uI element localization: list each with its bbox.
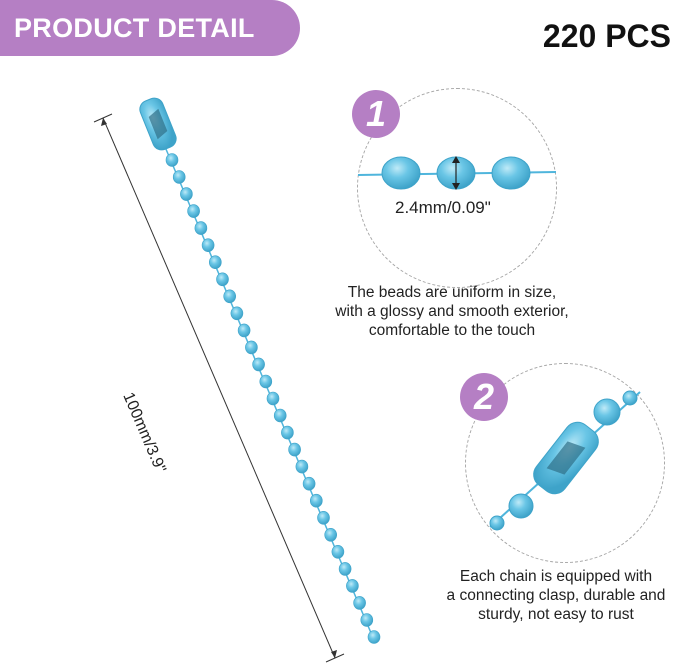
chain-bead bbox=[245, 340, 258, 355]
chain-bead bbox=[302, 476, 316, 491]
detail-circle-1 bbox=[357, 88, 557, 288]
chain-bead bbox=[252, 357, 265, 372]
chain-bead bbox=[288, 442, 301, 457]
chain-bead bbox=[180, 187, 193, 201]
bead-dimension-arrow bbox=[452, 156, 460, 190]
dimension-line bbox=[93, 113, 345, 663]
chain-bead bbox=[223, 289, 236, 304]
chain-bead bbox=[165, 153, 179, 167]
chain-bead bbox=[237, 323, 251, 338]
detail-1-badge: 1 bbox=[352, 90, 400, 138]
chain-bead bbox=[194, 221, 208, 235]
chain-bead bbox=[266, 391, 280, 406]
bead-size-label: 2.4mm/0.09" bbox=[395, 198, 491, 217]
chain-bead bbox=[273, 408, 287, 423]
chain-bead bbox=[209, 255, 222, 270]
chain-bead bbox=[230, 306, 244, 321]
detail-circle-2 bbox=[465, 363, 665, 563]
detail-1-caption: The beads are uniform in size, with a gl… bbox=[335, 284, 569, 339]
chain-bead bbox=[216, 272, 229, 287]
chain-bead bbox=[309, 493, 323, 508]
quantity-label: 220 PCS bbox=[542, 18, 671, 54]
chain-bead bbox=[346, 579, 359, 593]
chain-bead bbox=[295, 459, 309, 474]
clasp-icon bbox=[139, 97, 177, 151]
chain-bead bbox=[367, 630, 381, 644]
product-detail-banner: PRODUCT DETAIL bbox=[0, 0, 300, 56]
detail-2-badge: 2 bbox=[460, 373, 508, 421]
chain-bead bbox=[331, 544, 345, 559]
chain-beads bbox=[165, 153, 381, 644]
clasp-closeup-icon bbox=[533, 421, 599, 495]
chain-bead bbox=[259, 374, 273, 389]
chain-bead bbox=[324, 527, 338, 542]
bead-closeup bbox=[381, 156, 531, 190]
chain-bead bbox=[281, 425, 294, 440]
chain-bead bbox=[353, 596, 366, 610]
chain-bead bbox=[201, 238, 215, 252]
detail-2-caption: Each chain is equipped with a connecting… bbox=[446, 568, 666, 623]
chain-bead bbox=[338, 562, 352, 576]
chain-bead bbox=[187, 204, 200, 218]
banner-title: PRODUCT DETAIL bbox=[14, 12, 255, 43]
chain-bead bbox=[360, 613, 374, 627]
chain-bead bbox=[317, 510, 330, 525]
chain-bead bbox=[172, 170, 186, 184]
